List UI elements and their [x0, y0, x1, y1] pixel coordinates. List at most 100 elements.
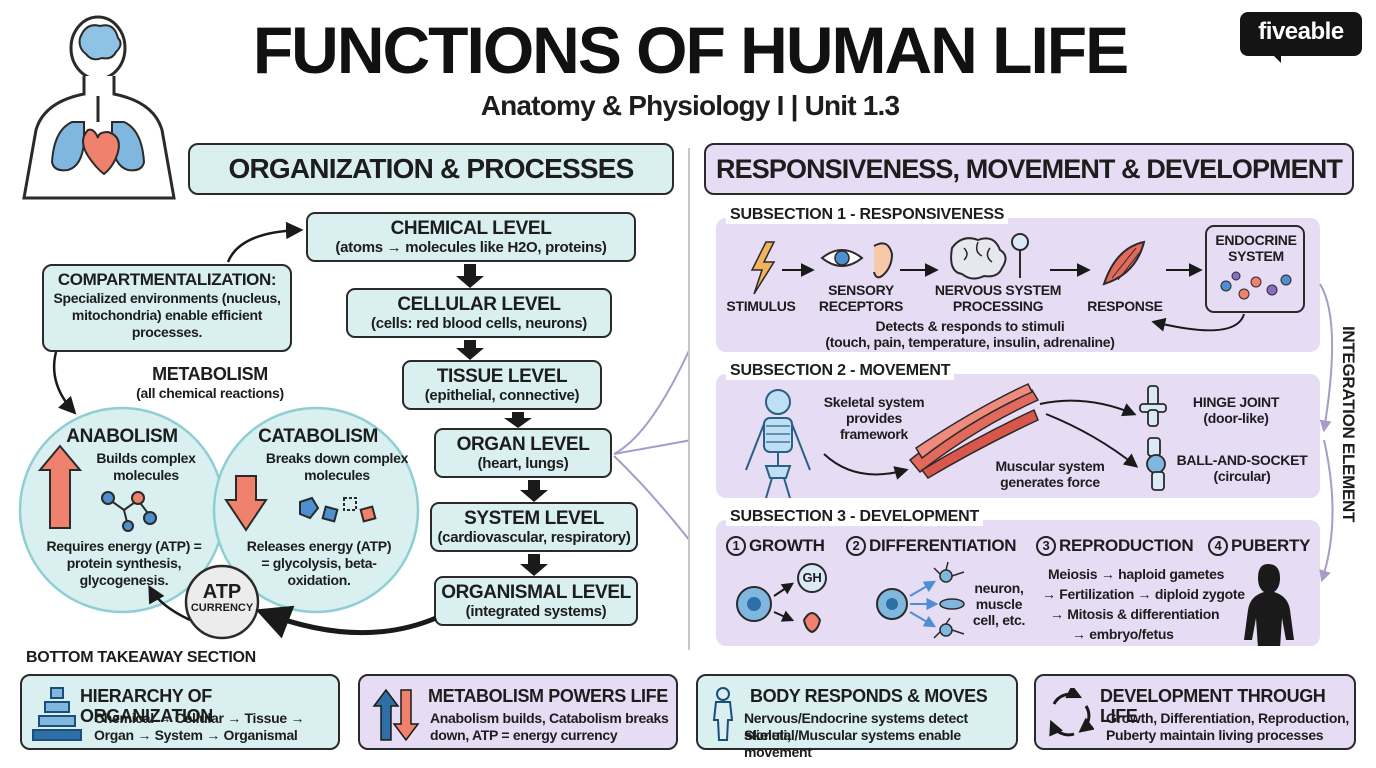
left-section-title: ORGANIZATION & PROCESSES: [188, 143, 674, 195]
dev-label-puberty: PUBERTY: [1231, 536, 1311, 555]
metabolism-title: METABOLISM: [152, 364, 268, 384]
cellular-level-title: CELLULAR LEVEL: [397, 294, 561, 315]
system-level-desc: (cardiovascular, respiratory): [437, 529, 631, 546]
bottom-section-label: BOTTOM TAKEAWAY SECTION: [26, 649, 256, 666]
dev-num-4: 4: [1208, 536, 1228, 556]
tissue-level-title: TISSUE LEVEL: [436, 366, 568, 387]
integration-arrows: [1319, 283, 1334, 583]
takeaway-development-text-1: Growth, Differentiation, Reproduction,: [1106, 710, 1349, 726]
pyramid-icon: [32, 687, 82, 741]
skeletal-desc: Skeletal system provides framework: [823, 394, 925, 442]
anabolism-desc: Builds complex molecules: [96, 450, 196, 483]
tissue-level-box: TISSUE LEVEL (epithelial, connective): [402, 360, 602, 410]
logo-speech-tail: [1271, 53, 1281, 69]
subsection-2-graphics: [745, 383, 1167, 498]
person-icon: [712, 687, 734, 741]
takeaway-body-title: BODY RESPONDS & MOVES: [750, 686, 988, 706]
left-section-title-text: ORGANIZATION & PROCESSES: [228, 153, 635, 184]
endocrine-label: ENDOCRINE SYSTEM: [1215, 232, 1297, 264]
takeaway-metabolism-card: METABOLISM POWERS LIFE Anabolism builds,…: [358, 674, 678, 750]
takeaway-body-text-2: Skeletal/Muscular systems enable movemen…: [744, 727, 961, 760]
system-level-title: SYSTEM LEVEL: [464, 508, 604, 529]
takeaway-metabolism-title: METABOLISM POWERS LIFE: [428, 686, 668, 706]
compartmentalization-text: Specialized environments (nucleus, mitoc…: [53, 290, 281, 340]
catabolism-desc: Breaks down complex molecules: [265, 450, 409, 483]
organismal-level-box: ORGANISMAL LEVEL (integrated systems): [434, 576, 638, 626]
chemical-level-box: CHEMICAL LEVEL (atoms → molecules like H…: [306, 212, 636, 262]
body-figure-icon: [14, 10, 184, 200]
metabolism-subtitle: (all chemical reactions): [136, 385, 284, 401]
page-title: FUNCTIONS OF HUMAN LIFE: [200, 12, 1180, 88]
subsection-1-graphics: [750, 225, 1305, 332]
reproduction-line-2: → Fertilization → diploid zygote: [1042, 586, 1245, 602]
dev-num-3: 3: [1036, 536, 1056, 556]
subsection-3-title: SUBSECTION 3 - DEVELOPMENT: [726, 508, 984, 526]
response-label: RESPONSE: [1087, 298, 1163, 314]
takeaway-body-text-1: Nervous/Endocrine systems detect stimuli…: [744, 710, 968, 743]
takeaway-metabolism-text-2: down, ATP = energy currency: [430, 727, 618, 743]
chemical-level-title: CHEMICAL LEVEL: [390, 218, 552, 239]
processing-label: NERVOUS SYSTEM PROCESSING: [934, 282, 1062, 314]
receptors-label: SENSORY RECEPTORS: [818, 282, 904, 314]
responsiveness-desc-2: (touch, pain, temperature, insulin, adre…: [825, 334, 1115, 350]
tissue-level-desc: (epithelial, connective): [424, 387, 580, 404]
organ-level-box: ORGAN LEVEL (heart, lungs): [434, 428, 612, 478]
right-section-title-text: RESPONSIVENESS, MOVEMENT & DEVELOPMENT: [716, 154, 1343, 184]
compartmentalization-title: COMPARTMENTALIZATION:: [57, 270, 277, 289]
chemical-level-desc: (atoms → molecules like H2O, proteins): [335, 239, 607, 256]
up-down-arrows-icon: [372, 688, 420, 742]
takeaway-hierarchy-text-2: Organ → System → Organismal: [94, 727, 298, 743]
hinge-joint-label: HINGE JOINT (door-like): [1176, 394, 1296, 426]
subsection-1-title: SUBSECTION 1 - RESPONSIVENESS: [726, 206, 1009, 224]
fiveable-logo-text: fiveable: [1258, 18, 1344, 45]
cellular-level-desc: (cells: red blood cells, neurons): [371, 315, 587, 332]
takeaway-hierarchy-text-1: Chemical → Cellular → Tissue →: [94, 710, 305, 726]
atp-main: ATP: [202, 581, 242, 603]
catabolism-title: CATABOLISM: [258, 426, 378, 447]
dev-label-reproduction: REPRODUCTION: [1059, 536, 1194, 555]
ball-socket-sub: (circular): [1213, 468, 1271, 484]
dev-num-2: 2: [846, 536, 866, 556]
dev-label-growth: GROWTH: [749, 536, 825, 555]
reproduction-line-3: → Mitosis & differentiation: [1050, 606, 1220, 622]
compartmentalization-box: COMPARTMENTALIZATION: Specialized enviro…: [42, 264, 292, 352]
integration-element-label: INTEGRATION ELEMENT: [1334, 274, 1358, 574]
subsection-2-title: SUBSECTION 2 - MOVEMENT: [726, 362, 955, 380]
gh-label: GH: [802, 570, 822, 585]
dev-num-1: 1: [726, 536, 746, 556]
left-diagram-graphics: [18, 221, 688, 640]
responsiveness-desc-1: Detects & responds to stimuli: [875, 318, 1065, 334]
page-subtitle: Anatomy & Physiology I | Unit 1.3: [480, 90, 900, 121]
differentiation-cells-label: neuron, muscle cell, etc.: [972, 580, 1026, 628]
organismal-level-desc: (integrated systems): [465, 603, 607, 620]
system-level-box: SYSTEM LEVEL (cardiovascular, respirator…: [430, 502, 638, 552]
atp-currency-label: ATP CURRENCY: [186, 582, 258, 615]
ball-socket-label: BALL-AND-SOCKET (circular): [1172, 452, 1312, 484]
cycle-arrows-icon: [1049, 688, 1094, 737]
takeaway-development-card: DEVELOPMENT THROUGH LIFE Growth, Differe…: [1034, 674, 1356, 750]
anabolism-energy: Requires energy (ATP) = protein synthesi…: [46, 538, 202, 588]
takeaway-body-card: BODY RESPONDS & MOVES Nervous/Endocrine …: [696, 674, 1018, 760]
hinge-joint-title: HINGE JOINT: [1192, 394, 1280, 410]
reproduction-line-4: → embryo/fetus: [1072, 626, 1174, 642]
takeaway-metabolism-text-1: Anabolism builds, Catabolism breaks: [430, 710, 669, 726]
organ-level-desc: (heart, lungs): [477, 455, 569, 472]
muscular-desc: Muscular system generates force: [995, 458, 1105, 490]
ball-socket-title: BALL-AND-SOCKET: [1176, 452, 1308, 468]
fiveable-logo: fiveable: [1240, 12, 1362, 69]
takeaway-hierarchy-card: HIERARCHY OF ORGANIZATION Chemical → Cel…: [20, 674, 340, 750]
takeaway-development-title: DEVELOPMENT THROUGH LIFE: [1100, 686, 1326, 726]
dev-label-differentiation: DIFFERENTIATION: [869, 536, 1017, 555]
takeaway-hierarchy-title: HIERARCHY OF ORGANIZATION: [80, 686, 213, 726]
metabolism-heading: METABOLISM (all chemical reactions): [120, 364, 300, 401]
cellular-level-box: CELLULAR LEVEL (cells: red blood cells, …: [346, 288, 612, 338]
anabolism-title: ANABOLISM: [66, 426, 178, 447]
catabolism-energy: Releases energy (ATP) = glycolysis, beta…: [246, 538, 392, 588]
right-section-title: RESPONSIVENESS, MOVEMENT & DEVELOPMENT: [704, 143, 1354, 195]
organ-level-title: ORGAN LEVEL: [456, 434, 590, 455]
hinge-joint-sub: (door-like): [1203, 410, 1269, 426]
